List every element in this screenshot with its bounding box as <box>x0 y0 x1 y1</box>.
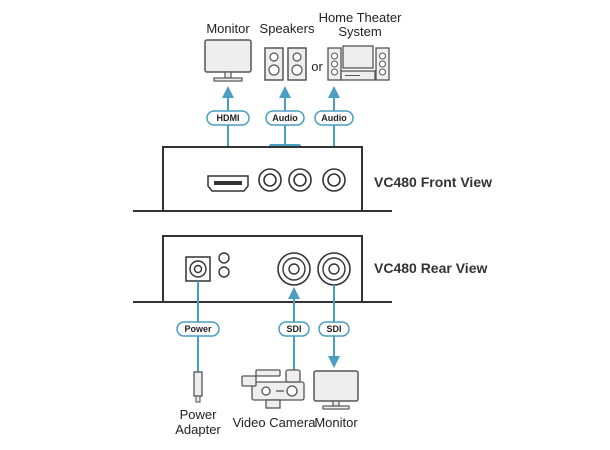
speakers-icon <box>264 47 307 81</box>
sdi-tag-1: SDI <box>278 321 310 337</box>
audio-port-out-icon <box>322 168 346 192</box>
audio-port-right-icon <box>288 168 312 192</box>
front-view-label: VC480 Front View <box>374 174 492 190</box>
vc480-rear-panel <box>133 235 392 303</box>
power-port-icon <box>185 256 211 282</box>
monitor-bottom-icon <box>313 370 359 410</box>
audio-tag-2: Audio <box>314 110 354 126</box>
svg-text:Power: Power <box>184 324 212 334</box>
audio-tag-1: Audio <box>265 110 305 126</box>
svg-text:Audio: Audio <box>321 113 347 123</box>
hdmi-tag: HDMI <box>206 110 250 126</box>
power-adapter-label-line1: Power <box>180 407 218 422</box>
hdmi-port-icon <box>207 175 249 192</box>
home-theater-label-line1: Home Theater <box>319 10 403 25</box>
video-camera-icon <box>241 369 305 409</box>
audio-port-left-icon <box>258 168 282 192</box>
or-label: or <box>311 59 323 74</box>
sdi-in-port-icon <box>277 252 311 286</box>
home-theater-system-icon <box>327 45 390 81</box>
monitor-bottom-label: Monitor <box>314 415 358 430</box>
rear-view-label: VC480 Rear View <box>374 260 487 276</box>
vc480-front-panel <box>133 146 392 212</box>
monitor-top-label: Monitor <box>206 21 250 36</box>
speakers-label: Speakers <box>260 21 315 36</box>
status-led-icons <box>218 252 230 278</box>
power-adapter-label-line2: Adapter <box>175 422 221 437</box>
power-adapter-plug-icon <box>193 371 203 403</box>
video-camera-label: Video Camera <box>233 415 317 430</box>
power-tag: Power <box>176 321 220 337</box>
sdi-tag-2: SDI <box>318 321 350 337</box>
svg-text:HDMI: HDMI <box>217 113 240 123</box>
svg-text:SDI: SDI <box>326 324 341 334</box>
svg-text:Audio: Audio <box>272 113 298 123</box>
sdi-out-port-icon <box>317 252 351 286</box>
home-theater-label-line2: System <box>338 24 381 39</box>
svg-text:SDI: SDI <box>286 324 301 334</box>
monitor-top-icon <box>204 39 252 82</box>
